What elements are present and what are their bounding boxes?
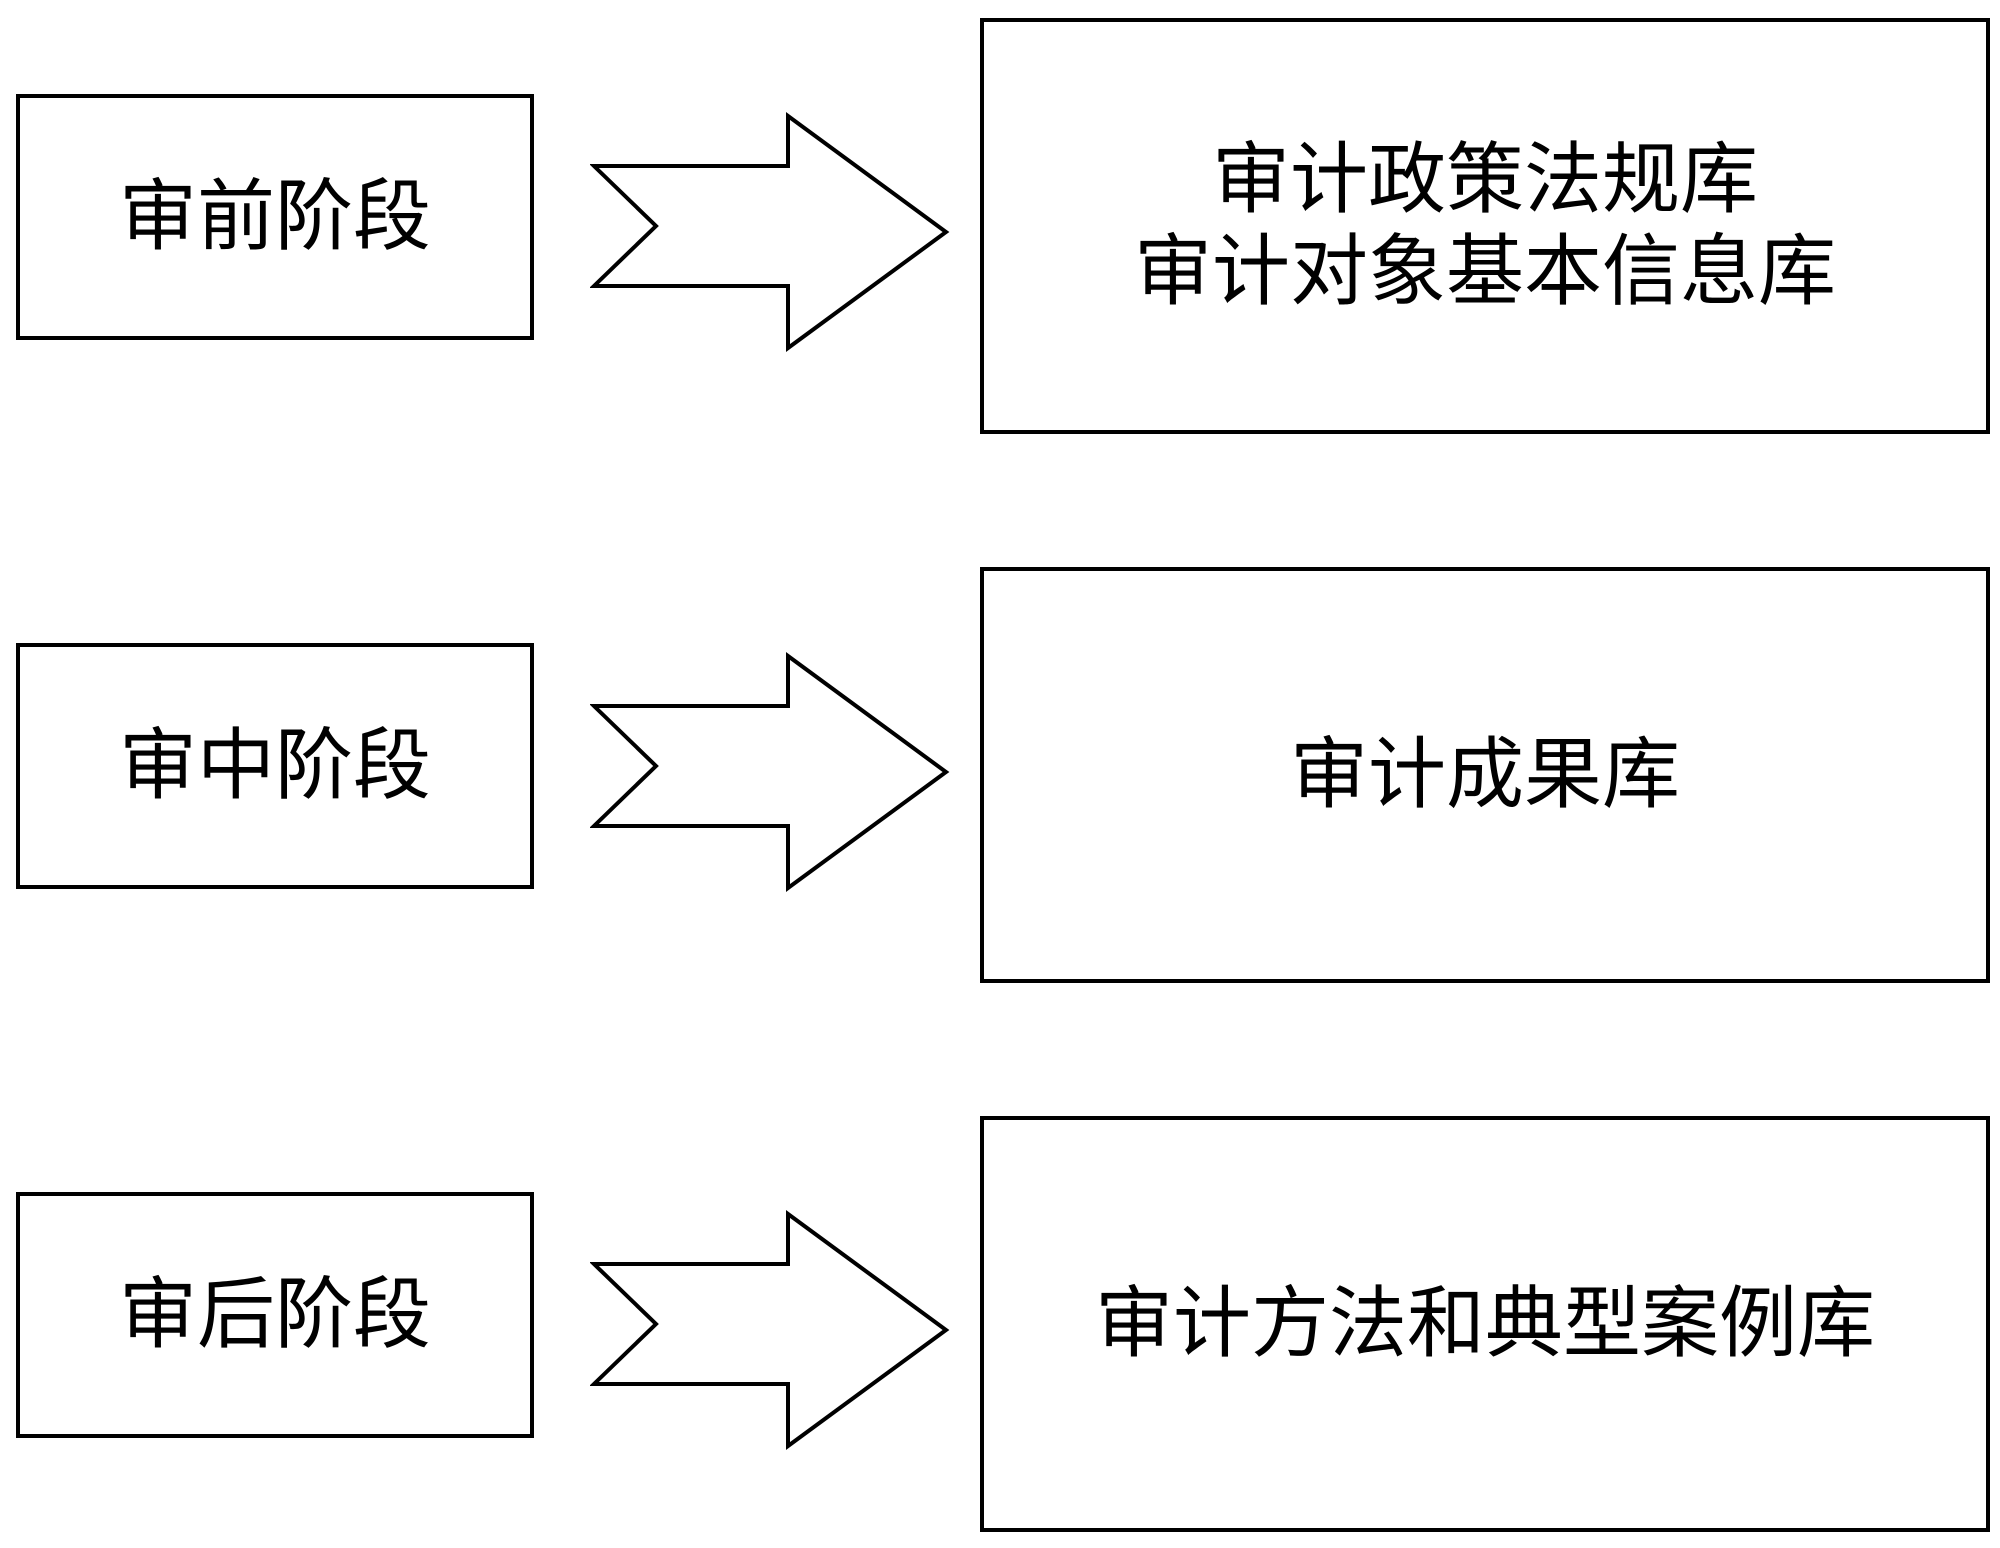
repository-label: 审计成果库 <box>1289 729 1680 820</box>
stage-box-mid-audit: 审中阶段 <box>16 643 534 889</box>
repository-box-post-audit: 审计方法和典型案例库 <box>980 1116 1990 1532</box>
repository-label: 审计对象基本信息库 <box>1133 227 1836 317</box>
arrow-right-icon <box>590 652 950 892</box>
arrow-right-icon <box>590 112 950 352</box>
repository-label: 审计政策法规库 <box>1211 134 1758 225</box>
stage-label: 审中阶段 <box>118 721 431 811</box>
stage-box-pre-audit: 审前阶段 <box>16 94 534 340</box>
repository-box-mid-audit: 审计成果库 <box>980 567 1990 983</box>
stage-label: 审后阶段 <box>118 1270 431 1360</box>
stage-box-post-audit: 审后阶段 <box>16 1192 534 1438</box>
arrow-right-icon <box>590 1210 950 1450</box>
repository-label: 审计方法和典型案例库 <box>1094 1278 1875 1369</box>
stage-label: 审前阶段 <box>118 172 431 262</box>
repository-box-pre-audit: 审计政策法规库 审计对象基本信息库 <box>980 18 1990 434</box>
